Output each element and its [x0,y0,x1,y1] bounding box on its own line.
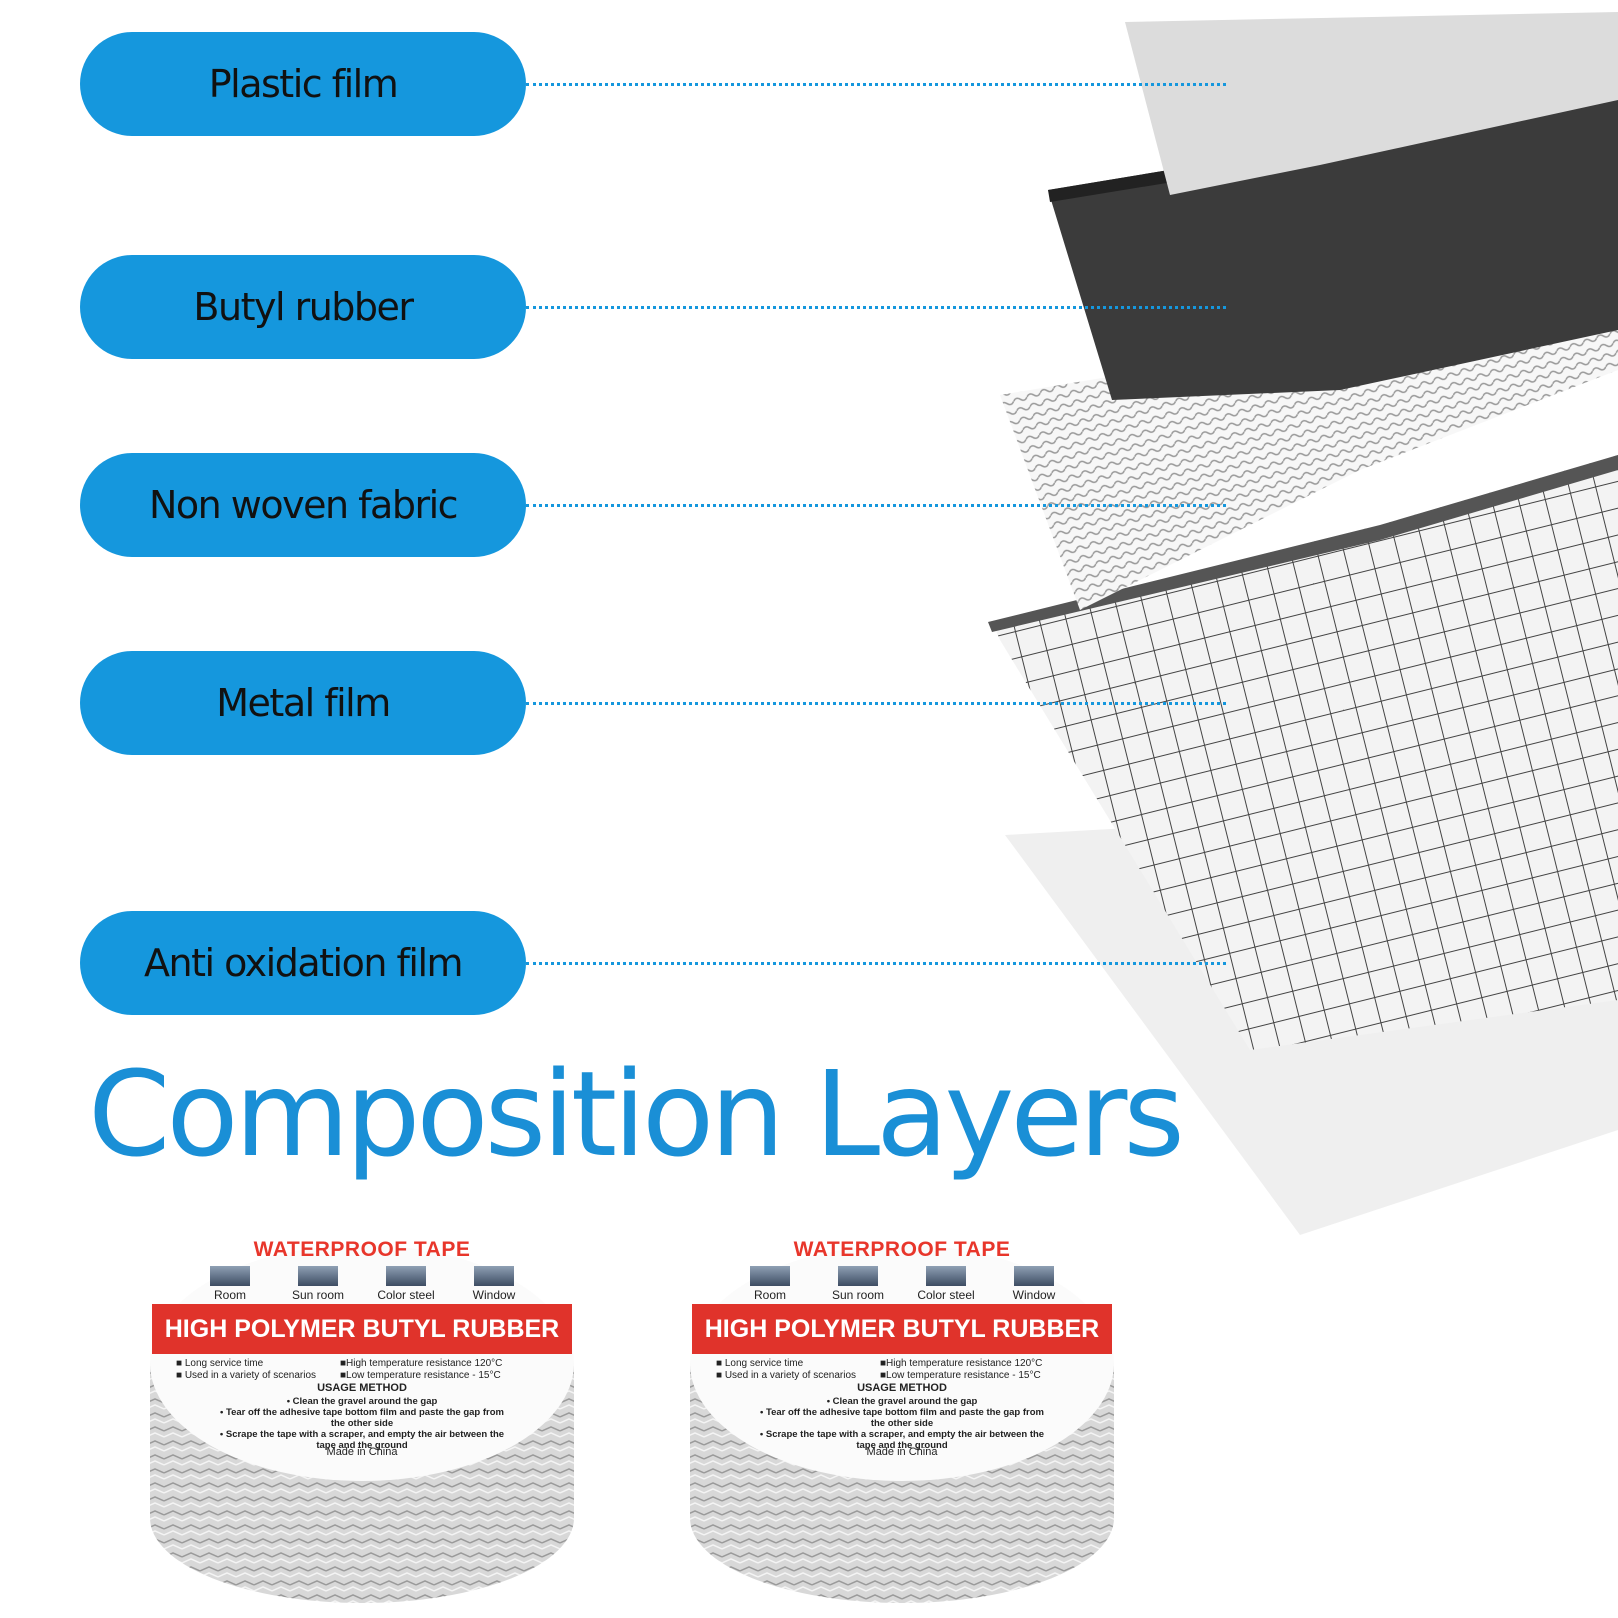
leader-line-butyl-rubber [526,306,1226,309]
usage-title: USAGE METHOD [317,1382,407,1394]
origin-label: Made in China [866,1446,938,1458]
feature-right-1: ■High temperature resistance 120°C [880,1358,1043,1369]
feature-left-2: ■ Used in a variety of scenarios [716,1370,856,1381]
leader-line-plastic-film [526,83,1226,86]
page-title: Composition Layers [88,1045,1185,1183]
scene-thumbnails: Room Sun room Color steel Window [186,1266,538,1302]
scene-thumbnails: Room Sun room Color steel Window [726,1266,1078,1302]
scene-room: Room [186,1266,274,1302]
metal-layer-edge [988,455,1618,632]
usage-steps: • Clean the gravel around the gap • Tear… [756,1396,1048,1451]
scene-window-image [1014,1266,1054,1286]
scene-color-steel: Color steel [902,1266,990,1302]
scene-window: Window [450,1266,538,1302]
tape-roll-right: WATERPROOF TAPE Room Sun room Color stee… [686,1228,1118,1608]
usage-step-2: • Tear off the adhesive tape bottom film… [220,1407,504,1429]
usage-step-1: • Clean the gravel around the gap [286,1396,438,1407]
feature-left-1: ■ Long service time [176,1358,264,1369]
scene-sun-room-image [838,1266,878,1286]
usage-step-1: • Clean the gravel around the gap [826,1396,978,1407]
butyl-layer [1048,70,1618,400]
usage-title: USAGE METHOD [857,1382,947,1394]
scene-sun-room: Sun room [814,1266,902,1302]
scene-color-steel-image [386,1266,426,1286]
scene-sun-room-image [298,1266,338,1286]
feature-left-1: ■ Long service time [716,1358,804,1369]
layer-label-butyl-rubber: Butyl rubber [80,255,526,359]
layer-label-plastic-film: Plastic film [80,32,526,136]
leader-line-anti-oxidation-film [526,962,1226,965]
scene-sun-room: Sun room [274,1266,362,1302]
scene-color-steel-image [926,1266,966,1286]
metal-layer-grid [992,455,1618,1050]
tape-roll-left: WATERPROOF TAPE Room Sun room Color stee… [146,1228,578,1608]
feature-right-2: ■Low temperature resistance - 15°C [880,1370,1041,1381]
scene-room: Room [726,1266,814,1302]
usage-steps: • Clean the gravel around the gap • Tear… [216,1396,508,1451]
leader-line-non-woven-fabric [526,504,1226,507]
feature-right-1: ■High temperature resistance 120°C [340,1358,503,1369]
origin-label: Made in China [326,1446,398,1458]
product-heading: WATERPROOF TAPE [253,1238,471,1261]
scene-color-steel: Color steel [362,1266,450,1302]
scene-room-image [210,1266,250,1286]
scene-window-image [474,1266,514,1286]
usage-step-3: • Scrape the tape with a scraper, and em… [219,1429,505,1451]
layer-label-metal-film: Metal film [80,651,526,755]
usage-step-2: • Tear off the adhesive tape bottom film… [760,1407,1044,1429]
usage-step-3: • Scrape the tape with a scraper, and em… [759,1429,1045,1451]
plastic-layer [1125,12,1618,195]
product-banner: HIGH POLYMER BUTYL RUBBER [692,1304,1112,1354]
product-banner: HIGH POLYMER BUTYL RUBBER [152,1304,572,1354]
product-heading: WATERPROOF TAPE [793,1238,1011,1261]
feature-right-2: ■Low temperature resistance - 15°C [340,1370,501,1381]
layer-label-anti-oxidation-film: Anti oxidation film [80,911,526,1015]
scene-room-image [750,1266,790,1286]
leader-line-metal-film [526,702,1226,705]
layer-label-non-woven-fabric: Non woven fabric [80,453,526,557]
scene-window: Window [990,1266,1078,1302]
feature-left-2: ■ Used in a variety of scenarios [176,1370,316,1381]
